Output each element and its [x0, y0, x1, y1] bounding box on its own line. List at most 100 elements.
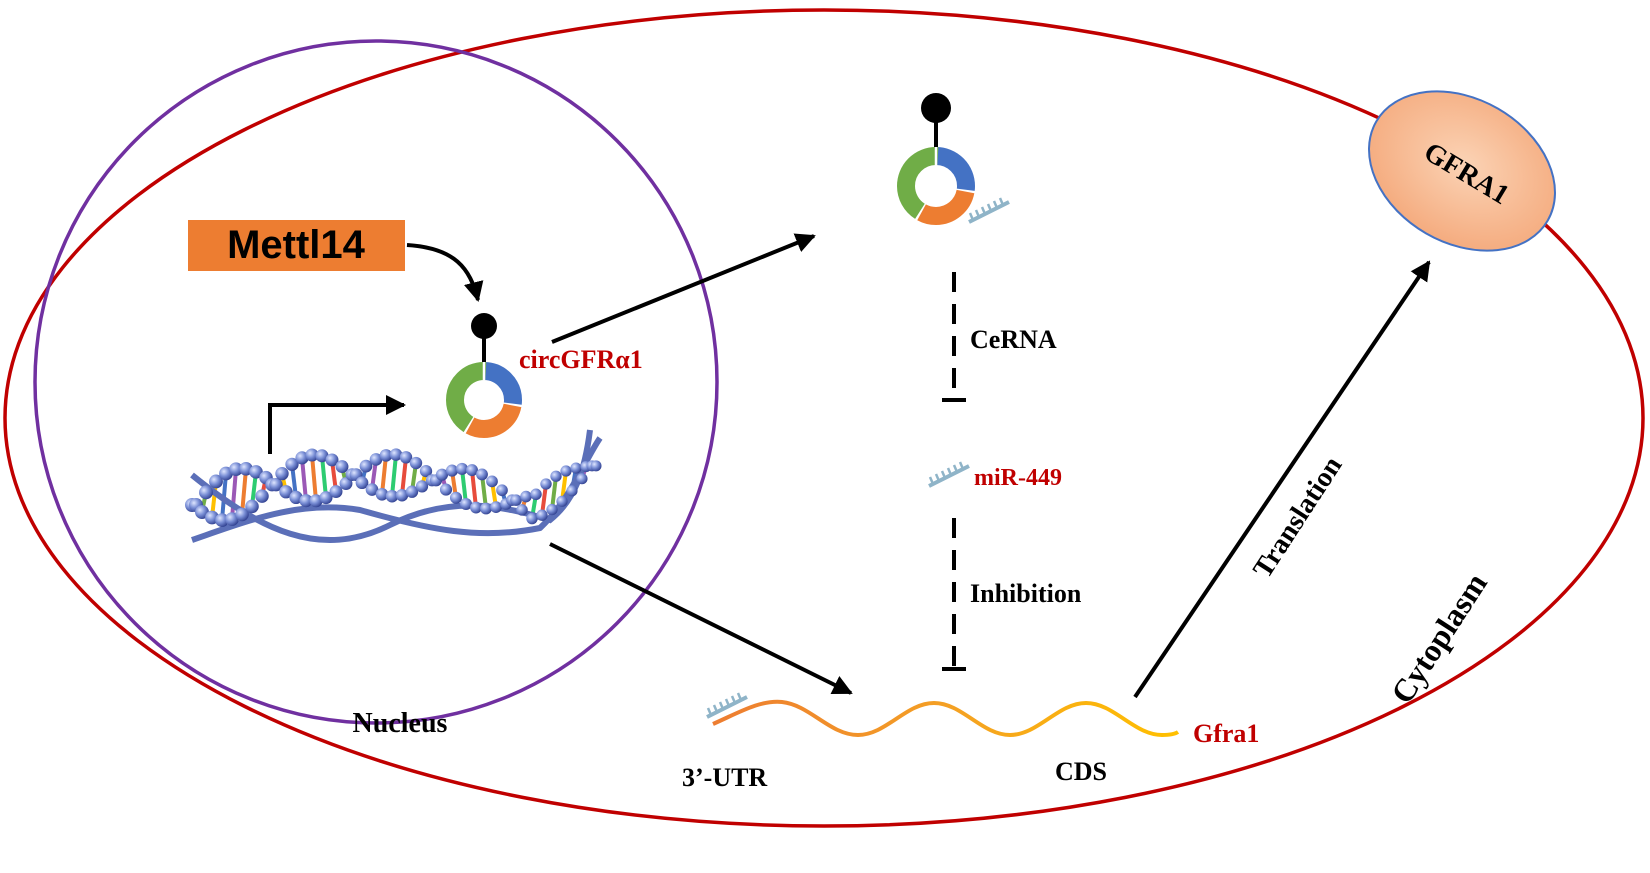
dna-backbone-bead — [279, 485, 293, 499]
dna-backbone-bead — [560, 465, 572, 477]
translation-arrow — [1133, 260, 1431, 699]
mirna-icon — [927, 460, 971, 488]
dna-backbone-bead — [456, 462, 468, 475]
dna-backbone-bead — [315, 449, 329, 463]
dna-backbone-bead — [490, 501, 502, 513]
dna-backbone-bead — [480, 502, 492, 515]
dna-base-pair — [230, 469, 238, 520]
export-arrow — [551, 233, 816, 344]
circgfra1-label: circGFRα1 — [519, 345, 643, 374]
dna-backbone-bead — [245, 499, 259, 514]
m6a-mark-icon — [471, 313, 497, 339]
cds-label: CDS — [1055, 757, 1107, 786]
dna-backbone-bead — [319, 491, 333, 505]
dna-helix-icon — [185, 429, 603, 543]
dna-backbone-bead — [199, 485, 213, 500]
mir-449-label: miR-449 — [974, 465, 1062, 491]
dna-backbone-bead — [439, 483, 453, 496]
dna-backbone-bead — [235, 507, 249, 522]
gfra1-protein: GFRA1 — [1368, 90, 1556, 252]
dna-backbone-bead — [355, 476, 369, 490]
dna-backbone-bead — [520, 490, 532, 503]
dna-backbone-bead — [445, 464, 459, 477]
transcription-start-arrow — [268, 395, 406, 454]
dna-backbone-bead — [590, 460, 602, 472]
dna-backbone-bead — [209, 474, 223, 489]
dna-backbone-bead — [526, 512, 538, 525]
dna-backbone-bead — [389, 448, 403, 461]
dna-base-pair — [300, 457, 308, 501]
dna-backbone-bead — [229, 462, 243, 477]
dna-backbone-bead — [576, 473, 588, 485]
dna-backbone-bead — [460, 497, 472, 510]
dna-backbone-bead — [255, 489, 269, 503]
dna-backbone-bead — [325, 453, 339, 467]
dna-backbone-bead — [540, 478, 552, 490]
nuclear-circrna — [446, 313, 522, 438]
dna-backbone-bead — [536, 509, 548, 521]
nucleus-label: Nucleus — [353, 708, 448, 739]
dna-backbone-bead — [285, 457, 299, 471]
dna-backbone-bead — [570, 462, 582, 474]
dna-backbone-bead — [395, 489, 409, 502]
dna-backbone-bead — [275, 466, 289, 481]
gfra1-mrna — [712, 699, 1180, 738]
dna-backbone-bead — [249, 465, 263, 479]
dna-base-pair — [400, 457, 408, 496]
dna-backbone-bead — [516, 504, 528, 516]
dna-backbone-bead — [359, 459, 373, 473]
dna-backbone-bead — [385, 489, 399, 503]
dna-base-pair — [470, 469, 478, 508]
dna-backbone-bead — [379, 449, 393, 462]
m6a-mark-icon-2 — [921, 93, 951, 123]
translation-label: Translation — [1247, 451, 1348, 584]
dna-backbone-bead — [295, 451, 309, 465]
cell-membrane — [3, 8, 1645, 828]
dna-backbone-bead — [335, 460, 349, 474]
dna-backbone-bead — [530, 488, 542, 500]
dna-backbone-bead — [546, 503, 558, 516]
transcription-to-mrna-arrow — [549, 542, 853, 695]
gfra1-mrna-label: Gfra1 — [1193, 719, 1259, 748]
dna-backbone-bead — [409, 456, 423, 470]
dna-base-pair — [310, 454, 318, 501]
dna-backbone-bead — [476, 468, 488, 481]
nucleus-membrane — [33, 39, 719, 725]
dna-backbone-bead — [470, 501, 482, 514]
dna-backbone-bead — [510, 494, 522, 506]
dna-backbone-bead — [375, 488, 389, 501]
dna-backbone-bead — [269, 477, 283, 492]
dna-backbone-bead — [399, 451, 413, 464]
dna-base-pair — [380, 455, 388, 495]
dna-backbone-bead — [405, 485, 419, 498]
dna-backbone-bead — [329, 485, 343, 499]
dna-backbone-bead — [486, 475, 498, 488]
mettl14-box: Mettl14 — [188, 220, 405, 271]
cerna-label: CeRNA — [970, 325, 1057, 354]
dna-backbone-bead — [449, 491, 463, 504]
dna-backbone-bead — [419, 464, 433, 478]
cytoplasmic-circrna — [897, 93, 975, 225]
dna-backbone-bead — [550, 470, 562, 482]
bound-mirna-icon — [967, 196, 1011, 224]
dna-backbone-bead — [215, 513, 229, 527]
dna-backbone-bead — [466, 464, 478, 477]
mettl14-to-circrna-arrow — [406, 243, 484, 302]
dna-base-pair — [240, 468, 248, 515]
mettl14-label: Mettl14 — [227, 223, 366, 267]
dna-backbone-bead — [566, 485, 578, 497]
dna-backbone-bead — [369, 453, 383, 466]
dna-backbone-bead — [365, 483, 379, 496]
dna-backbone-bead — [299, 494, 313, 508]
dna-backbone-bead — [305, 448, 319, 462]
dna-backbone-bead — [415, 480, 429, 493]
dna-backbone-bead — [435, 468, 449, 481]
dna-backbone-bead — [289, 490, 303, 505]
dna-base-pair — [390, 454, 398, 497]
dna-backbone-bead — [496, 484, 508, 497]
dna-backbone-bead — [556, 495, 568, 507]
dna-base-pair — [320, 455, 328, 498]
inhibition-label: Inhibition — [970, 579, 1082, 608]
utr-label: 3’-UTR — [682, 763, 767, 792]
